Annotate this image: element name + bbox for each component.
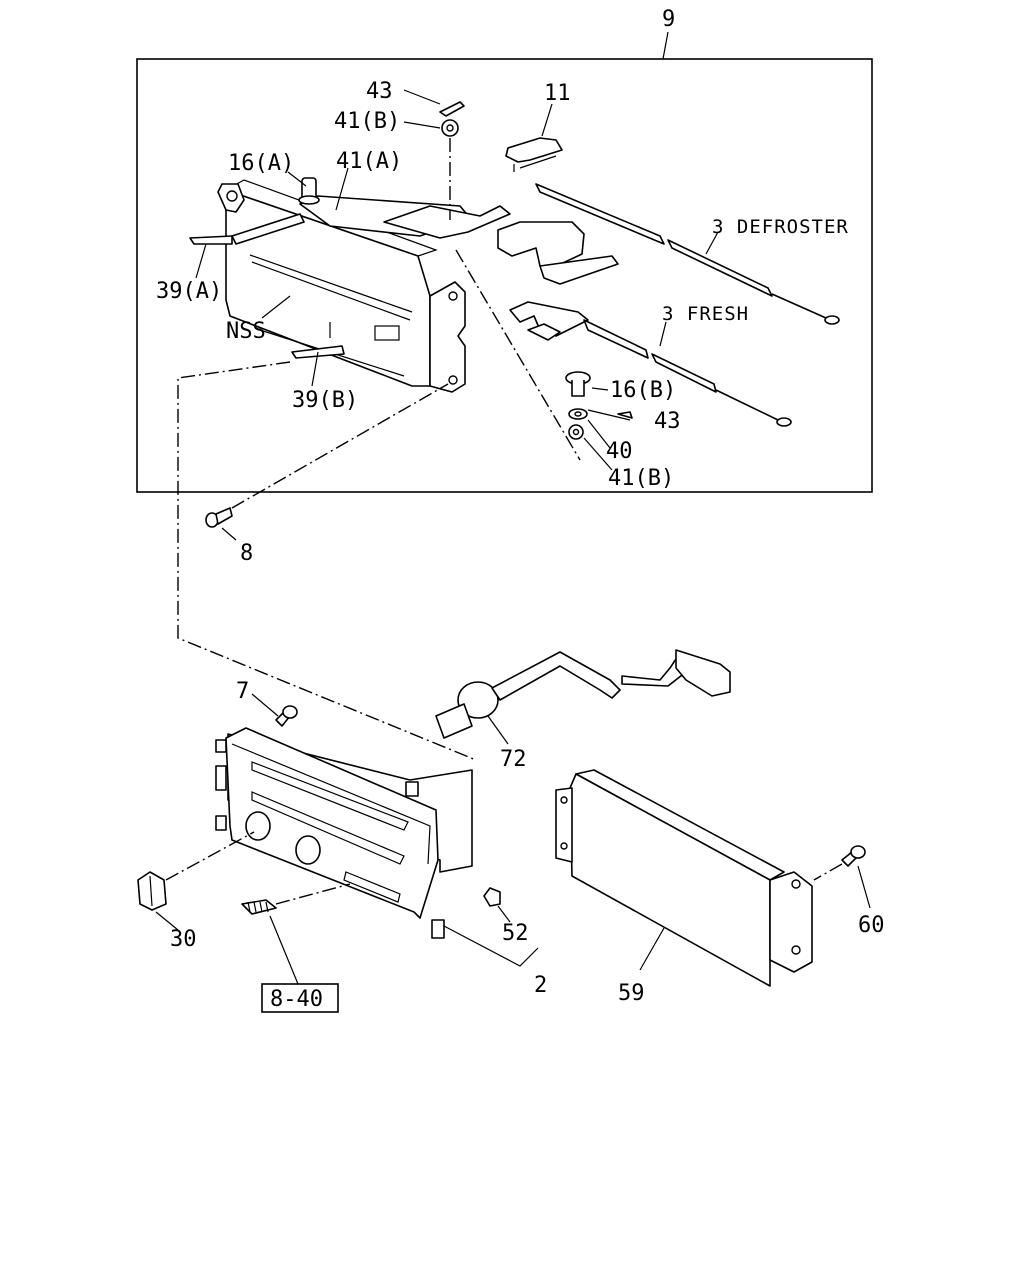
- callout-43-top: 43: [366, 79, 393, 104]
- washer-41b-top: [441, 119, 459, 137]
- callout-16b: 16(B): [610, 378, 676, 403]
- screw-7: [275, 705, 298, 727]
- callout-8: 8: [240, 541, 253, 566]
- callout-52: 52: [502, 921, 529, 946]
- screw-8: [205, 507, 233, 528]
- callout-41b-top: 41(B): [334, 109, 400, 134]
- label-nss: NSS: [226, 319, 266, 344]
- screw-60: [841, 845, 866, 867]
- cable-clip-11: [505, 137, 563, 172]
- callout-43-bottom: 43: [654, 409, 681, 434]
- callout-59: 59: [618, 981, 645, 1006]
- knob-30: [137, 871, 167, 911]
- leader-9: [662, 31, 669, 60]
- control-panel-2: [215, 727, 473, 939]
- washer-40: [568, 408, 588, 420]
- callout-2: 2: [534, 973, 547, 998]
- callout-39a: 39(A): [156, 279, 222, 304]
- bulb-8-40: [241, 899, 277, 915]
- callout-41b-bottom: 41(B): [608, 466, 674, 491]
- blower-switch-72: [435, 649, 731, 739]
- bulb-52: [483, 887, 501, 907]
- ref-box-8-40: [261, 983, 339, 1013]
- callout-3-fresh: 3 FRESH: [662, 303, 749, 325]
- washer-41b-bottom: [568, 424, 584, 440]
- bracket-59: [555, 769, 813, 987]
- defroster-cable: [535, 183, 840, 325]
- callout-39b: 39(B): [292, 388, 358, 413]
- callout-7: 7: [236, 679, 249, 704]
- fresh-cable: [583, 319, 792, 427]
- callout-3-defroster: 3 DEFROSTER: [712, 216, 849, 238]
- subassembly-frame: [136, 58, 873, 493]
- lever-bracket-assembly: [189, 177, 619, 393]
- callout-40: 40: [606, 439, 633, 464]
- callout-72: 72: [500, 747, 527, 772]
- callout-41a: 41(A): [336, 149, 402, 174]
- stud-16b: [565, 371, 591, 397]
- pin-43-top: [439, 101, 465, 117]
- callout-9: 9: [662, 7, 675, 32]
- callout-60: 60: [858, 913, 885, 938]
- ref-box-label: 8-40: [270, 987, 323, 1012]
- callout-11: 11: [544, 81, 571, 106]
- callout-16a: 16(A): [228, 151, 294, 176]
- pin-43-bottom: [617, 411, 633, 419]
- callout-30: 30: [170, 927, 197, 952]
